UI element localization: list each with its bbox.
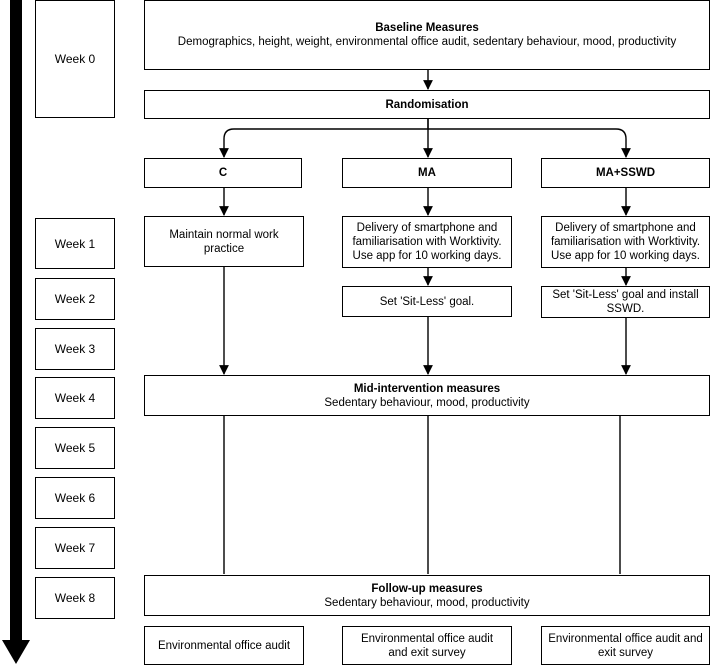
ma-sswd-final-box: Environmental office audit and exit surv…: [541, 626, 710, 665]
followup-box: Follow-up measures Sedentary behaviour, …: [144, 575, 710, 616]
randomisation-to-mass-arrow: [428, 128, 631, 158]
week-2-label: Week 2: [35, 278, 115, 320]
ma-sswd-week2-box: Set 'Sit-Less' goal and install SSWD.: [541, 286, 710, 318]
ma-final-box: Environmental office audit and exit surv…: [342, 626, 512, 665]
ma-week2-box: Set 'Sit-Less' goal.: [342, 286, 512, 317]
c-final-box: Environmental office audit: [144, 626, 304, 665]
week-7-label: Week 7: [35, 527, 115, 569]
week-4-label: Week 4: [35, 377, 115, 419]
mid-detail: Sedentary behaviour, mood, productivity: [324, 396, 530, 409]
mid-intervention-box: Mid-intervention measures Sedentary beha…: [144, 375, 710, 416]
week-6-label: Week 6: [35, 477, 115, 519]
week-3-label: Week 3: [35, 328, 115, 370]
baseline-measures-box: Baseline Measures Demographics, height, …: [144, 0, 710, 70]
randomisation-box: Randomisation: [144, 90, 710, 119]
group-c-box: C: [144, 158, 302, 188]
week-1-label: Week 1: [35, 218, 115, 269]
group-ma-box: MA: [342, 158, 512, 188]
week-8-label: Week 8: [35, 577, 115, 619]
week-0-label: Week 0: [35, 0, 115, 118]
group-ma-sswd-box: MA+SSWD: [541, 158, 710, 188]
mid-title: Mid-intervention measures: [353, 382, 501, 395]
randomisation-to-c-arrow: [219, 119, 429, 158]
timeline-arrow: [2, 0, 30, 664]
baseline-detail: Demographics, height, weight, environmen…: [177, 36, 677, 48]
followup-detail: Sedentary behaviour, mood, productivity: [324, 596, 530, 609]
baseline-title: Baseline Measures: [375, 22, 479, 34]
followup-title: Follow-up measures: [371, 582, 483, 595]
ma-week1-box: Delivery of smartphone and familiarisati…: [342, 216, 512, 268]
c-week1-box: Maintain normal work practice: [144, 216, 304, 267]
week-5-label: Week 5: [35, 427, 115, 469]
ma-sswd-week1-box: Delivery of smartphone and familiarisati…: [541, 216, 710, 268]
